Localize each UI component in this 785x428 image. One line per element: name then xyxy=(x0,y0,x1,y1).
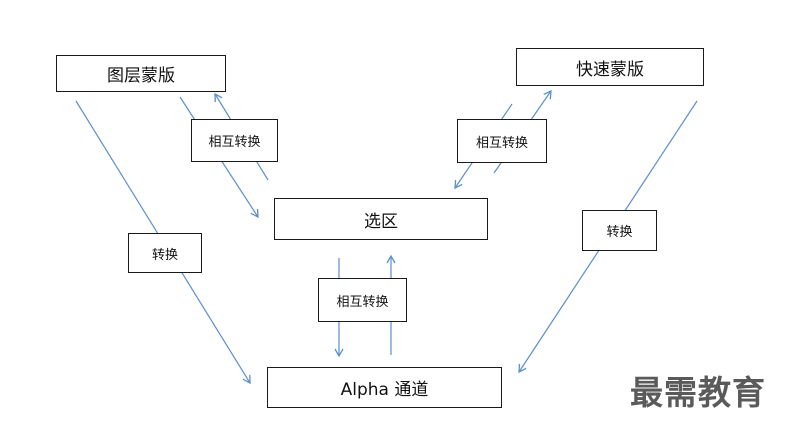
watermark: 最需教育 xyxy=(630,373,766,412)
node-alpha-channel-text: Alpha 通道 xyxy=(340,380,429,400)
label-quick-mask-alpha: 转换 xyxy=(582,210,657,251)
node-quick-mask: 快速蒙版 xyxy=(516,48,704,86)
label-layer-mask-selection: 相互转换 xyxy=(191,119,278,162)
label-layer-mask-selection-text: 相互转换 xyxy=(208,135,261,150)
node-layer-mask: 图层蒙版 xyxy=(56,55,226,92)
node-quick-mask-text: 快速蒙版 xyxy=(576,59,644,80)
node-alpha-channel: Alpha 通道 xyxy=(267,367,502,408)
node-layer-mask-text: 图层蒙版 xyxy=(107,66,175,86)
label-layer-mask-alpha: 转换 xyxy=(128,233,202,273)
label-quick-mask-alpha-text: 转换 xyxy=(606,225,633,240)
label-quick-mask-selection: 相互转换 xyxy=(457,119,547,163)
label-selection-alpha: 相互转换 xyxy=(318,278,407,322)
label-selection-alpha-text: 相互转换 xyxy=(336,294,389,310)
label-quick-mask-selection-text: 相互转换 xyxy=(475,135,528,151)
node-selection-text: 选区 xyxy=(364,211,398,232)
label-layer-mask-alpha-text: 转换 xyxy=(151,247,178,263)
node-selection: 选区 xyxy=(274,198,488,240)
